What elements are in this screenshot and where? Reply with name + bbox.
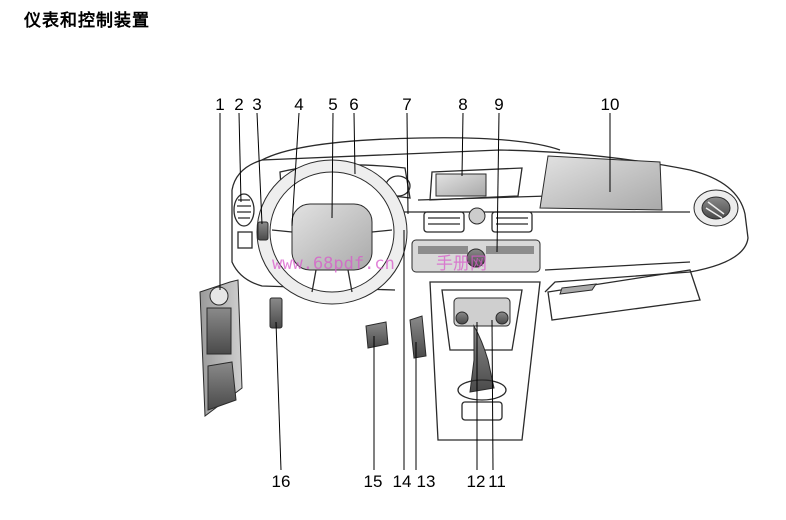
callout-numbers: 1 2 3 4 5 6 7 8 9 10 11 12 13 14 15 16 <box>215 95 619 491</box>
callout-12: 12 <box>467 472 486 491</box>
left-vent <box>233 193 255 249</box>
wiper-stalk <box>257 221 269 241</box>
callout-11: 11 <box>488 472 506 491</box>
glove-box-handle <box>559 283 598 295</box>
watermark-url: www.68pdf.cn <box>272 254 395 274</box>
callout-3: 3 <box>252 95 261 114</box>
brake-pedal <box>365 321 389 349</box>
callout-2: 2 <box>234 95 243 114</box>
center-console <box>429 281 541 441</box>
accelerator-pedal <box>409 315 427 359</box>
window-switches <box>206 307 232 355</box>
center-display-housing <box>429 167 523 201</box>
callout-1: 1 <box>215 95 224 114</box>
callout-15: 15 <box>364 472 383 491</box>
callout-7: 7 <box>402 95 411 114</box>
page-title: 仪表和控制装置 <box>24 11 150 31</box>
door-handle <box>207 361 237 411</box>
glove-box <box>547 269 701 321</box>
callout-13: 13 <box>417 472 436 491</box>
gear-shifter <box>469 324 495 393</box>
audio-panel <box>411 239 541 273</box>
mirror-adjust-knob <box>209 286 229 306</box>
callout-10: 10 <box>601 95 620 114</box>
callout-14: 14 <box>393 472 412 491</box>
center-knob <box>468 207 486 225</box>
right-vent <box>693 189 739 227</box>
callout-4: 4 <box>294 95 303 114</box>
callout-5: 5 <box>328 95 337 114</box>
console-switches <box>461 401 503 421</box>
climate-knob-right <box>495 311 509 325</box>
center-display <box>435 173 487 197</box>
center-vents <box>423 207 533 233</box>
callout-16: 16 <box>272 472 291 491</box>
callout-9: 9 <box>494 95 503 114</box>
callout-6: 6 <box>349 95 358 114</box>
watermark-cn: 手册网 <box>436 254 487 274</box>
passenger-airbag <box>539 155 663 211</box>
pedals <box>365 315 427 359</box>
leader-lines <box>219 112 611 471</box>
climate-knob-left <box>455 311 469 325</box>
door-panel <box>199 279 243 417</box>
dashboard-body <box>231 137 749 293</box>
callout-8: 8 <box>458 95 467 114</box>
